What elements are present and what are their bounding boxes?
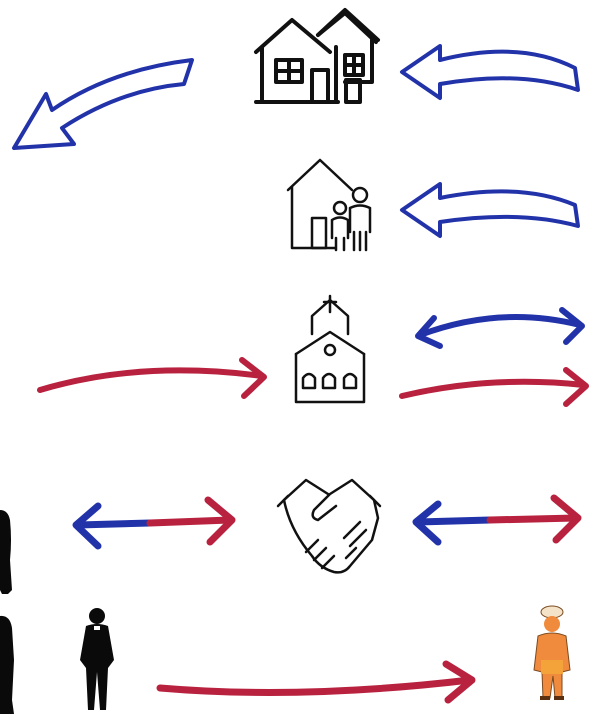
arrow-church-lower (399, 367, 589, 407)
arrow-family (400, 182, 580, 238)
family-home-icon (286, 158, 372, 252)
arrow-houses-right (400, 44, 580, 100)
person-silhouette-lower (0, 615, 14, 714)
arrow-bottom (156, 660, 476, 704)
arrow-handshake-right (412, 494, 582, 546)
houses-icon (254, 8, 380, 104)
worker-figure (533, 605, 571, 700)
priest-silhouette (80, 608, 114, 710)
arrow-church-upper (415, 307, 585, 349)
person-silhouette-upper (0, 510, 12, 594)
arrow-handshake-left (72, 496, 236, 550)
handshake-icon (276, 478, 382, 574)
arrow-houses-left (12, 58, 194, 150)
arrow-into-church (37, 357, 267, 399)
church-icon (294, 294, 366, 404)
